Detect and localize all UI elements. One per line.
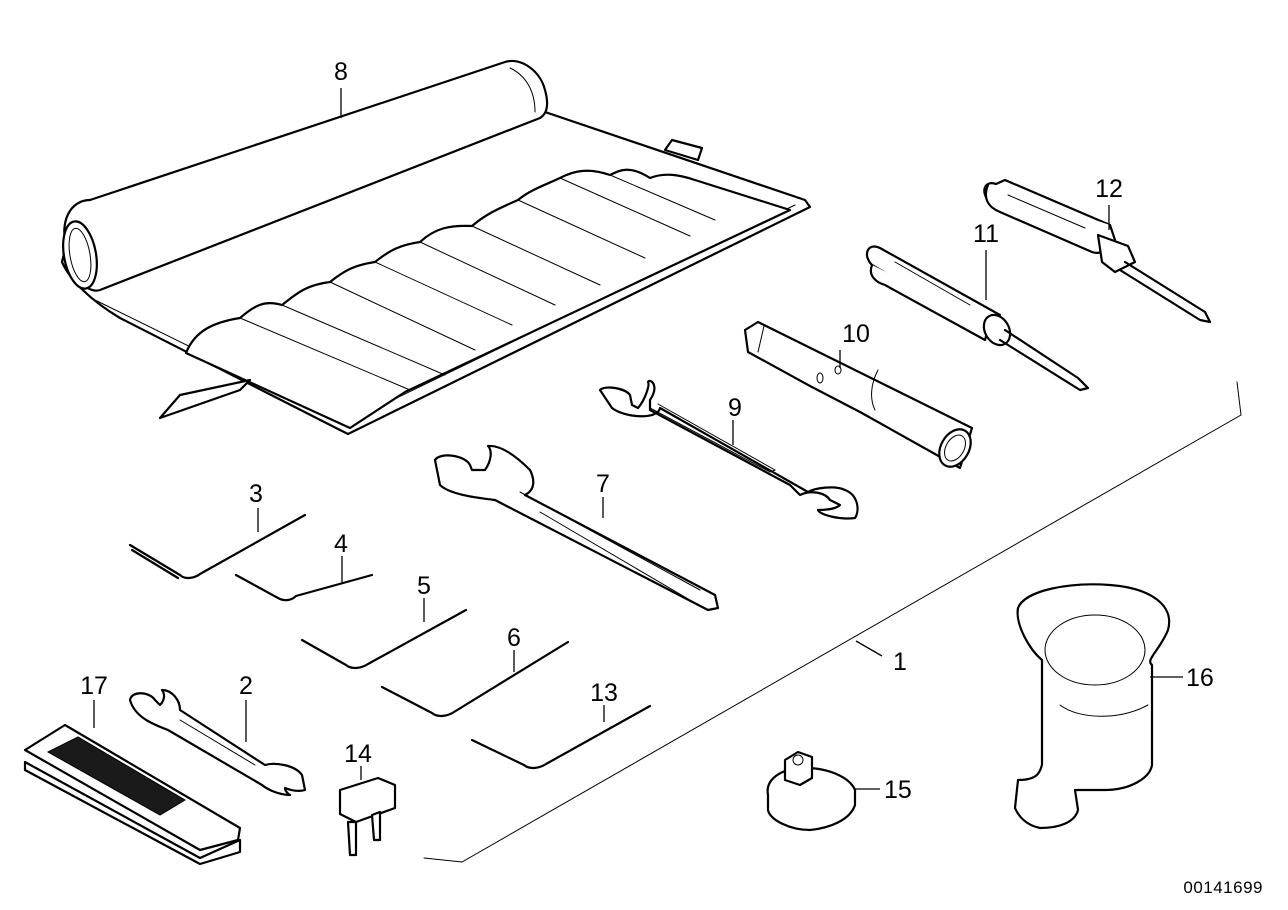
torx-key-part-5 <box>300 608 468 670</box>
fuse-puller-grip <box>46 736 186 816</box>
callout-8: 8 <box>334 58 348 86</box>
callout-16: 16 <box>1186 664 1214 692</box>
callout-1: 1 <box>893 648 907 676</box>
leader-1 <box>855 640 883 657</box>
callout-12: 12 <box>1095 175 1123 203</box>
reference-number: 00141699 <box>1183 878 1263 897</box>
callout-5: 5 <box>417 572 431 600</box>
callout-15: 15 <box>884 776 912 804</box>
callout-6: 6 <box>507 624 521 652</box>
tool-roll-part-8 <box>60 59 812 436</box>
callout-7: 7 <box>596 470 610 498</box>
hex-key-part-3 <box>128 513 307 580</box>
fuse-part-14 <box>338 776 397 857</box>
wrench-part-9 <box>598 379 859 520</box>
callout-labels: 8 12 11 10 9 7 3 4 5 6 13 2 17 14 15 16 … <box>80 58 1214 804</box>
torx-key-part-4 <box>234 573 374 602</box>
callout-17: 17 <box>80 672 108 700</box>
callout-13: 13 <box>590 679 618 707</box>
funnel-part-16 <box>1013 583 1171 830</box>
callout-10: 10 <box>842 320 870 348</box>
torx-key-part-6 <box>380 640 570 718</box>
screwdriver-part-12 <box>983 178 1212 324</box>
callout-2: 2 <box>239 672 253 700</box>
assembly-outline <box>423 381 1242 863</box>
callout-4: 4 <box>334 530 348 558</box>
callout-9: 9 <box>728 394 742 422</box>
wrench-part-7 <box>433 444 720 612</box>
adapter-part-15 <box>766 750 857 832</box>
screwdriver-part-11 <box>865 245 1090 392</box>
fuse-puller-part-17 <box>23 723 242 866</box>
box-spanner-part-10 <box>743 320 974 470</box>
callout-14: 14 <box>344 740 372 768</box>
callout-11: 11 <box>973 220 999 248</box>
torx-key-part-13 <box>470 704 652 770</box>
callout-3: 3 <box>249 480 263 508</box>
leader-lines <box>93 88 1183 790</box>
wrench-part-2 <box>128 688 307 797</box>
